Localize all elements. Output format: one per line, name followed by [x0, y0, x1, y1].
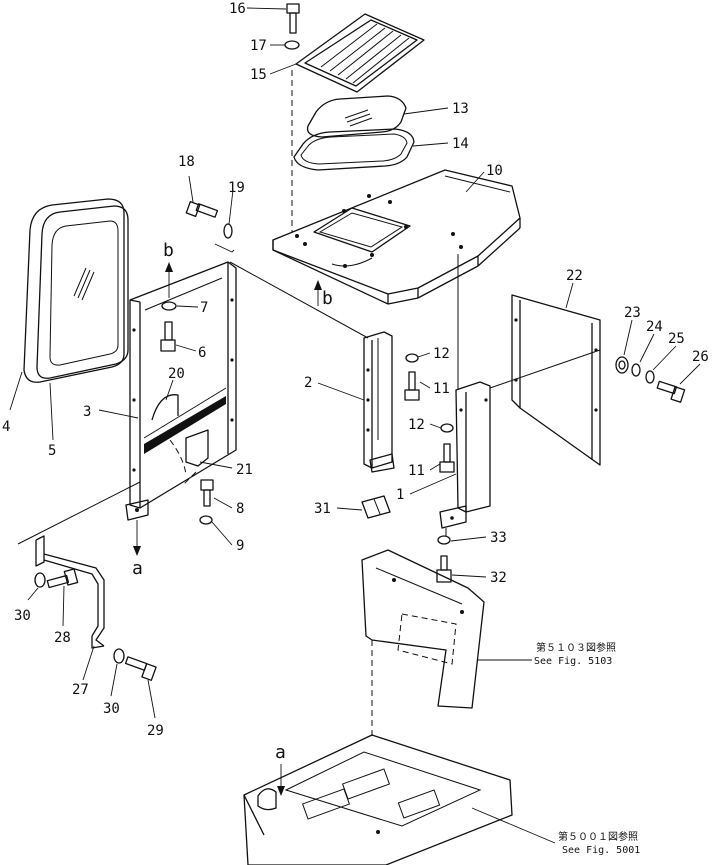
- part-19-washer: [223, 223, 233, 239]
- part-4-side-glass: [23, 198, 125, 383]
- part-27-handrail: [35, 535, 105, 649]
- part-20-weather-strip: [143, 387, 227, 454]
- callout-29: 29: [147, 723, 164, 739]
- connector-line-panel-to-pillar1: [489, 349, 601, 389]
- connector-line-frame-to-pillar2: [229, 261, 369, 339]
- callout-31: 31: [314, 501, 331, 517]
- ref-fig5103-jp: 第５１０３図参照: [536, 641, 616, 654]
- part-28-bolt: [46, 568, 79, 589]
- part-15-top-guard: [291, 13, 425, 232]
- part-11-bolt-lower: [439, 443, 455, 473]
- callout-17: 17: [250, 38, 267, 54]
- part-1-rear-pillar: [439, 381, 491, 529]
- ref-fig5001-jp: 第５００１図参照: [558, 830, 638, 843]
- part-8-bolt: [200, 479, 214, 507]
- callout-24: 24: [646, 319, 663, 335]
- marker-a-floor: a: [275, 742, 286, 763]
- callout-7: 7: [200, 300, 208, 316]
- part-30-washer-upper: [34, 572, 46, 588]
- callout-30-upper: 30: [14, 608, 31, 624]
- part-18-bolt: [185, 201, 219, 218]
- part-29-bolt: [124, 656, 157, 681]
- part-31-cap: [361, 495, 391, 519]
- part-30-washer-lower: [113, 648, 125, 664]
- part-32-bolt: [436, 555, 452, 583]
- callout-14: 14: [452, 136, 469, 152]
- part-12-washer-upper: [405, 353, 419, 363]
- callout-32: 32: [490, 570, 507, 586]
- callout-5: 5: [48, 443, 56, 459]
- marker-b-frame: b: [163, 240, 174, 261]
- part-3-front-pillar-frame: [125, 261, 237, 521]
- part-26-bolt: [656, 380, 686, 403]
- callout-18: 18: [178, 154, 195, 170]
- callout-26: 26: [692, 349, 709, 365]
- callout-28: 28: [54, 630, 71, 646]
- callout-9: 9: [236, 538, 244, 554]
- part-16-bolt: [286, 3, 300, 34]
- marker-a-frame: a: [132, 558, 143, 579]
- callout-22: 22: [566, 268, 583, 284]
- callout-10: 10: [486, 163, 503, 179]
- callout-2: 2: [304, 375, 312, 391]
- leader-lines: [9, 7, 701, 844]
- callout-11-upper: 11: [433, 381, 450, 397]
- callout-33: 33: [490, 530, 507, 546]
- callout-4: 4: [2, 419, 10, 435]
- a-arrow-floor-icon: [277, 786, 285, 796]
- ref-fig5001-en: See Fig. 5001: [562, 845, 640, 856]
- callout-19: 19: [228, 180, 245, 196]
- callout-12-upper: 12: [433, 346, 450, 362]
- part-14-glass-seal: [293, 128, 415, 171]
- ref-fig5103-en: See Fig. 5103: [534, 656, 612, 667]
- callout-21: 21: [236, 462, 253, 478]
- callout-16: 16: [229, 1, 246, 17]
- callout-13: 13: [452, 101, 469, 117]
- callout-labels: 16 17 15 13 14 10 18 19 7 6 20 3 4 5 21 …: [2, 1, 709, 739]
- marker-b-roof: b: [322, 288, 333, 309]
- part-7-washer: [161, 301, 177, 311]
- callout-20: 20: [168, 366, 185, 382]
- callout-27: 27: [72, 682, 89, 698]
- callout-3: 3: [83, 404, 91, 420]
- callout-23: 23: [624, 305, 641, 321]
- callout-15: 15: [250, 67, 267, 83]
- cab-floor-frame: [243, 734, 513, 865]
- part-13-roof-glass: [306, 95, 407, 138]
- part-6-bolt: [160, 321, 176, 352]
- part-12-washer-lower: [440, 423, 454, 433]
- callout-8: 8: [236, 501, 244, 517]
- part-17-washer: [284, 40, 300, 50]
- part-24-washer: [631, 363, 641, 377]
- callout-6: 6: [198, 345, 206, 361]
- b-arrow-up-icon: [165, 262, 173, 272]
- a-arrow-down-icon: [133, 546, 141, 556]
- part-2-center-pillar: [363, 331, 395, 473]
- part-9-washer: [199, 515, 213, 525]
- callout-1: 1: [396, 487, 404, 503]
- part-25-washer: [645, 370, 655, 384]
- callout-25: 25: [668, 331, 685, 347]
- part-5-glass-seal: [36, 205, 129, 379]
- cab-mount-bracket: [361, 549, 485, 740]
- callout-12-lower: 12: [408, 417, 425, 433]
- part-21-lower-cover: [169, 429, 209, 487]
- callout-30-lower: 30: [103, 701, 120, 717]
- b-arrow-roof-icon: [314, 280, 322, 290]
- callout-11-lower: 11: [408, 463, 425, 479]
- part-22-rear-panel: [511, 294, 601, 466]
- part-23-spacer: [615, 356, 629, 374]
- part-10-roof: [272, 169, 521, 305]
- part-33-washer: [437, 535, 451, 545]
- part-11-bolt-upper: [404, 371, 420, 401]
- connector-line-handrail: [17, 481, 141, 545]
